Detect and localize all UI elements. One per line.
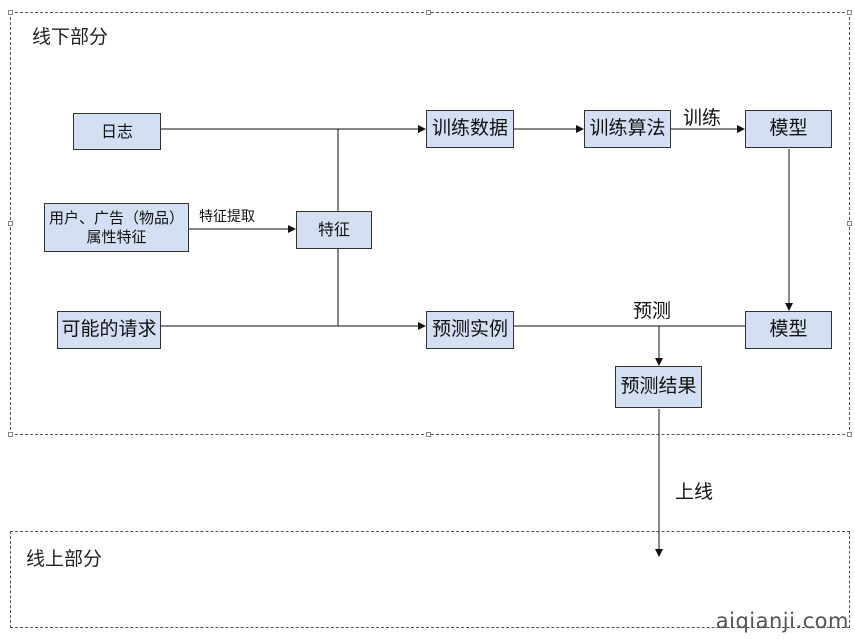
model-top-node[interactable]: 模型 bbox=[745, 110, 832, 148]
offline-region-title: 线下部分 bbox=[32, 26, 109, 48]
features-node[interactable]: 特征 bbox=[296, 211, 372, 249]
train-label: 训练 bbox=[683, 107, 722, 129]
prediction-results-node[interactable]: 预测结果 bbox=[615, 366, 702, 408]
training-algorithm-label: 训练算法 bbox=[589, 117, 666, 140]
model-bottom-label: 模型 bbox=[769, 318, 808, 341]
features-label: 特征 bbox=[317, 220, 350, 239]
model-top-label: 模型 bbox=[769, 117, 808, 140]
online-region bbox=[10, 531, 850, 628]
feature-extraction-label: 特征提取 bbox=[199, 209, 255, 225]
selection-handle[interactable] bbox=[8, 432, 13, 437]
predict-label: 预测 bbox=[633, 300, 672, 322]
selection-handle[interactable] bbox=[847, 432, 852, 437]
training-data-node[interactable]: 训练数据 bbox=[426, 110, 514, 148]
training-data-label: 训练数据 bbox=[431, 117, 508, 140]
possible-requests-node[interactable]: 可能的请求 bbox=[57, 311, 161, 349]
model-bottom-node[interactable]: 模型 bbox=[745, 311, 832, 349]
prediction-results-label: 预测结果 bbox=[620, 375, 697, 398]
selection-handle[interactable] bbox=[426, 10, 431, 15]
logs-node[interactable]: 日志 bbox=[73, 113, 161, 150]
training-algorithm-node[interactable]: 训练算法 bbox=[584, 110, 671, 148]
selection-handle[interactable] bbox=[847, 221, 852, 226]
prediction-instances-node[interactable]: 预测实例 bbox=[426, 311, 514, 349]
attributes-label-line1: 用户、广告（物品） bbox=[48, 208, 184, 227]
selection-handle[interactable] bbox=[8, 221, 13, 226]
go-online-label: 上线 bbox=[675, 481, 714, 503]
possible-requests-label: 可能的请求 bbox=[61, 318, 157, 341]
attributes-label-line2: 属性特征 bbox=[86, 227, 147, 246]
attributes-node[interactable]: 用户、广告（物品） 属性特征 bbox=[44, 203, 189, 252]
prediction-instances-label: 预测实例 bbox=[431, 318, 508, 341]
selection-handle[interactable] bbox=[847, 10, 852, 15]
logs-label: 日志 bbox=[100, 121, 133, 141]
selection-handle[interactable] bbox=[426, 432, 431, 437]
selection-handle[interactable] bbox=[8, 10, 13, 15]
watermark: aiqianji.com bbox=[715, 609, 849, 633]
online-region-title: 线上部分 bbox=[26, 548, 103, 570]
